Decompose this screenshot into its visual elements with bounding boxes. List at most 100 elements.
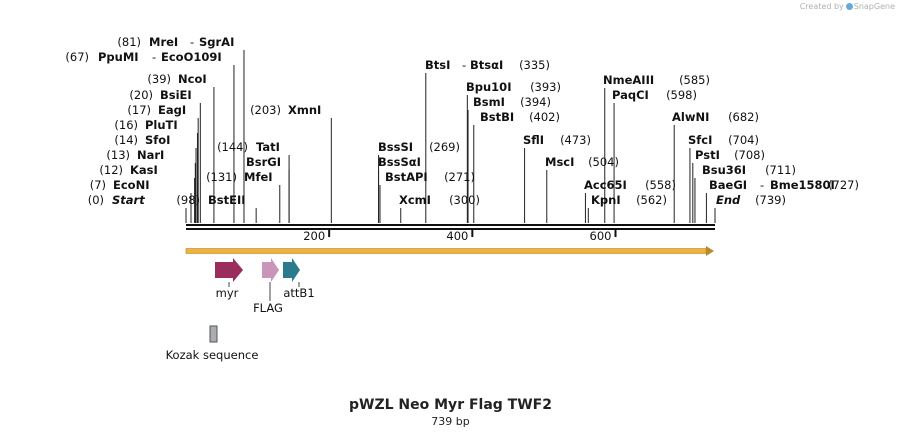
enzyme-kpni: (562) KpnI: [591, 193, 667, 207]
enzyme-position: (727): [828, 178, 859, 192]
feature-kozak: Kozak sequence: [166, 325, 259, 362]
enzyme-name: BtsI: [425, 58, 450, 72]
enzyme-position: (739): [755, 193, 786, 207]
enzyme-position: (269): [429, 140, 460, 154]
enzyme-position: (131): [206, 170, 237, 184]
enzyme-sfli: (473) SflI: [523, 133, 591, 147]
enzyme-bsmi: (394) BsmI: [473, 95, 551, 109]
feature-flag: FLAG: [253, 258, 283, 315]
plasmid-name: pWZL Neo Myr Flag TWF2: [349, 397, 552, 413]
enzyme-position: (13): [106, 148, 130, 162]
enzyme-position: (562): [636, 193, 667, 207]
orf-arrow: [185, 246, 714, 256]
attb1-arrow: [283, 258, 300, 282]
enzyme-position: (708): [734, 148, 765, 162]
enzyme-name: PluTI: [145, 118, 178, 132]
enzyme-name: EagI: [158, 103, 186, 117]
enzyme-name: KpnI: [591, 193, 621, 207]
feature-attb1: attB1: [283, 258, 315, 300]
enzyme-eagi: (17) EagI: [127, 103, 186, 117]
enzyme-pluti: (16) PluTI: [114, 118, 177, 132]
enzyme-labels: (81) MreI - SgrAI(67)PpuMI-EcoO109I (39)NcoI…: [65, 35, 859, 207]
cut-site-lines: [185, 50, 716, 223]
enzyme-dash: -: [462, 58, 466, 72]
enzyme-name: XcmI: [399, 193, 431, 207]
enzyme-position: (394): [520, 95, 551, 109]
feature-label-kozak: Kozak sequence: [166, 348, 259, 362]
enzyme-name: SflI: [523, 133, 544, 147]
enzyme-position: (558): [645, 178, 676, 192]
enzyme-position: (7): [90, 178, 106, 192]
enzyme-sfci: (704)SfcI: [688, 133, 759, 147]
enzyme-name: Bpu10I: [466, 80, 511, 94]
enzyme-dash: -: [760, 178, 764, 192]
enzyme-name: MfeI: [244, 170, 273, 184]
enzyme-position: (300): [449, 193, 480, 207]
enzyme-position: (144): [217, 140, 248, 154]
enzyme-name-2: EcoO109I: [161, 50, 222, 64]
orf-arrowhead: [706, 246, 714, 256]
ruler-label: 600: [590, 229, 612, 243]
enzyme-econi: (7)EcoNI: [90, 178, 150, 192]
enzyme-name: BsiEI: [160, 88, 192, 102]
enzyme-position: (17): [127, 103, 151, 117]
enzyme-bpu10i: (393)Bpu10I: [466, 80, 561, 94]
enzyme-tati: (144)TatI: [217, 140, 280, 154]
enzyme-name: NmeAIII: [603, 73, 654, 87]
enzyme-name: SfoI: [145, 133, 170, 147]
enzyme-position: (598): [666, 88, 697, 102]
enzyme-xcmi: (300) XcmI: [399, 193, 480, 207]
enzyme-name: BstEII: [208, 193, 246, 207]
enzyme-name: KasI: [130, 163, 158, 177]
enzyme-name: PstI: [695, 148, 720, 162]
enzyme-name: NcoI: [178, 72, 207, 86]
enzyme-nari: (13)NarI: [106, 148, 164, 162]
enzyme-name: MreI: [149, 35, 178, 49]
snapgene-credit: Created by SnapGene: [800, 2, 895, 11]
enzyme-name: XmnI: [288, 103, 321, 117]
enzyme-paqci: (598)PaqCI: [612, 88, 697, 102]
enzyme-name: BsmI: [473, 95, 505, 109]
credit-text: Created by: [799, 2, 844, 11]
enzyme-name: Start: [112, 193, 145, 207]
enzyme-alwni: (682)AlwNI: [672, 110, 759, 124]
credit-brand: SnapGene: [853, 2, 895, 11]
enzyme-bsrgi: BsrGI: [246, 155, 281, 169]
enzyme-position: (67): [65, 50, 89, 64]
sequence-backbone: [186, 224, 715, 230]
feature-label-flag: FLAG: [253, 301, 283, 315]
enzyme-name: BstAPI: [385, 170, 428, 184]
flag-arrow: [262, 258, 279, 282]
enzyme-position: (16): [114, 118, 138, 132]
enzyme-name-2: SgrAI: [199, 35, 234, 49]
enzyme-bsteii: (98) BstEII: [176, 193, 245, 207]
enzyme-ppumi: (67)PpuMI-EcoO109I: [65, 50, 221, 64]
plasmid-length: 739 bp: [431, 415, 470, 428]
enzyme-name: End: [716, 193, 741, 207]
myr-arrow: [215, 258, 243, 282]
enzyme-bstapi: (271)BstAPI: [385, 170, 475, 184]
enzyme-ncoi: (39)NcoI: [147, 72, 206, 86]
enzyme-position: (203): [250, 103, 281, 117]
ruler-label: 400: [446, 229, 468, 243]
enzyme-name: BstBI: [480, 110, 514, 124]
enzyme-position: (98): [176, 193, 200, 207]
enzyme-position: (473): [560, 133, 591, 147]
enzyme-mrei: (81)MreI-SgrAI: [117, 35, 234, 49]
enzyme-name: BssSI: [378, 140, 413, 154]
enzyme-acc65i: (558) Acc65I: [584, 178, 676, 192]
enzyme-position: (585): [679, 73, 710, 87]
enzyme-name: Acc65I: [584, 178, 627, 192]
enzyme-position: (14): [114, 133, 138, 147]
plasmid-map: (81) MreI - SgrAI(67)PpuMI-EcoO109I (39)NcoI…: [65, 35, 859, 362]
enzyme-name-2: BtsαI: [470, 58, 503, 72]
enzyme-position: (81): [117, 35, 141, 49]
enzyme-kasi: (12) KasI: [99, 163, 157, 177]
enzyme-name: Bsu36I: [702, 163, 746, 177]
enzyme-bsssαi: BssSαI: [378, 155, 421, 169]
enzyme-position: (12): [99, 163, 123, 177]
feature-label-attb1: attB1: [283, 286, 314, 300]
feature-label-myr: myr: [216, 286, 239, 300]
enzyme-xmni: (203) XmnI: [250, 103, 321, 117]
enzyme-name: MscI: [545, 155, 574, 169]
